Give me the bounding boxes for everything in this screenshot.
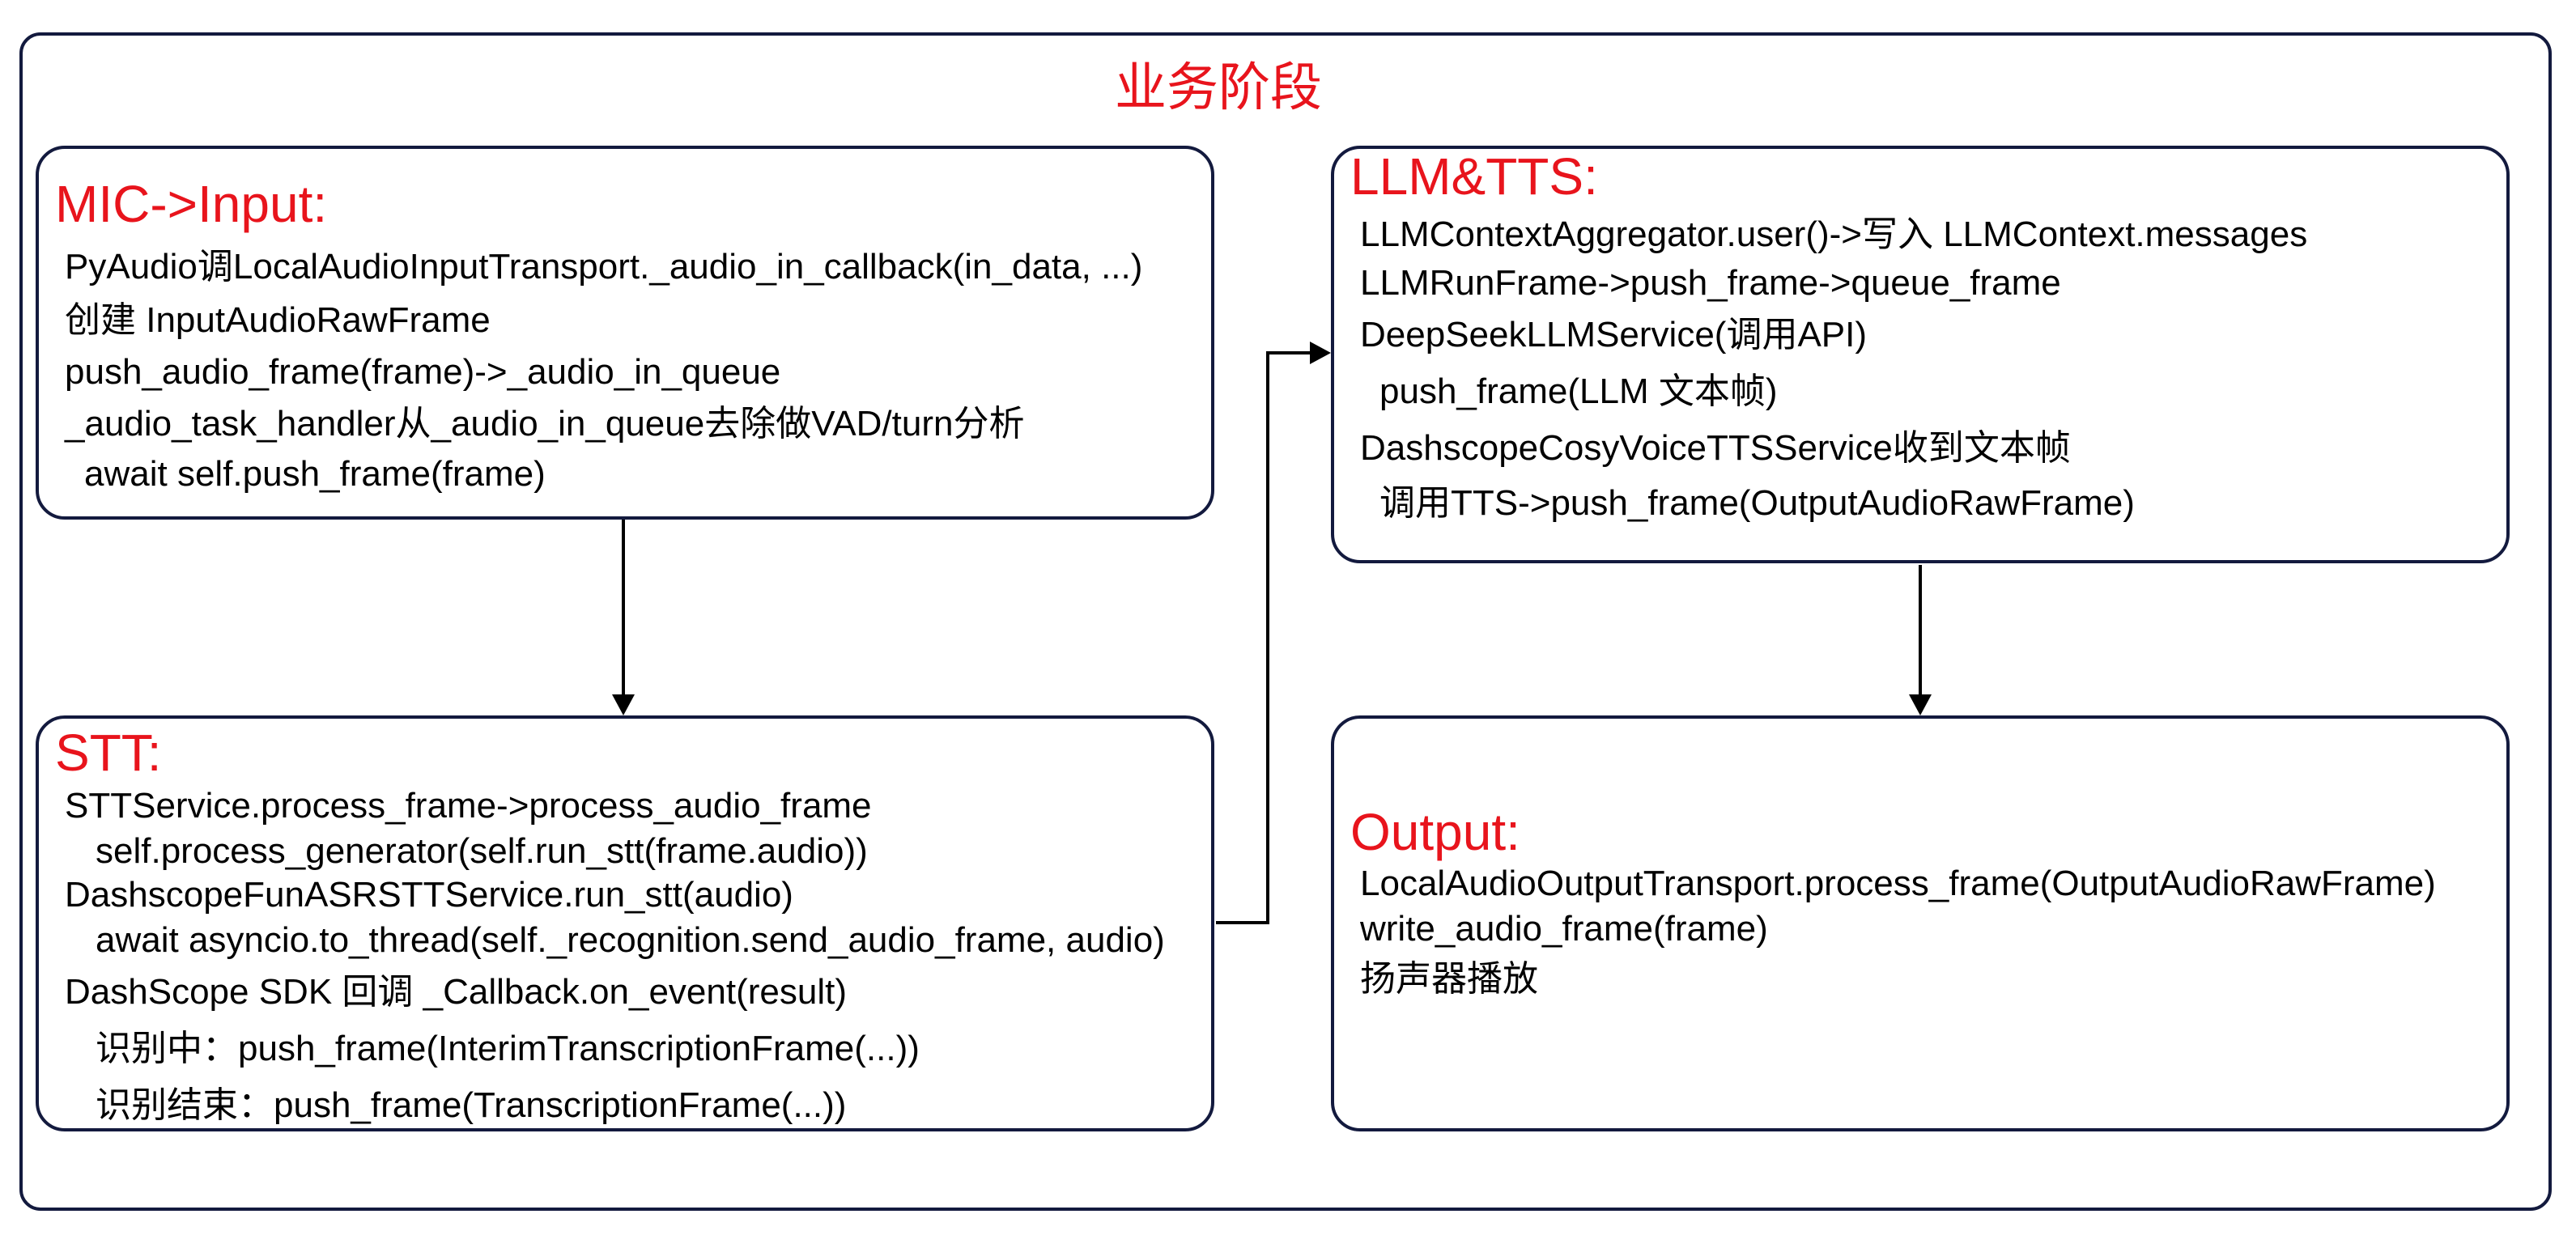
mic-input-box: MIC->Input: PyAudio调LocalAudioInputTrans… bbox=[36, 146, 1214, 520]
llm-tts-title: LLM&TTS: bbox=[1350, 147, 1598, 206]
stt-line-7: 识别结束：push_frame(TranscriptionFrame(...)) bbox=[96, 1085, 847, 1125]
output-line-2: write_audio_frame(frame) bbox=[1360, 909, 1768, 949]
output-line-3: 扬声器播放 bbox=[1360, 959, 1538, 999]
mic-input-line-1: PyAudio调LocalAudioInputTransport._audio_… bbox=[65, 247, 1143, 287]
output-line-1: LocalAudioOutputTransport.process_frame(… bbox=[1360, 864, 2436, 903]
stt-line-2: self.process_generator(self.run_stt(fram… bbox=[96, 831, 868, 871]
stt-line-6: 识别中：push_frame(InterimTranscriptionFrame… bbox=[96, 1029, 920, 1068]
mic-input-line-5: await self.push_frame(frame) bbox=[84, 454, 546, 494]
arrow-stt-to-llm bbox=[1216, 351, 1311, 924]
llm-tts-line-2: LLMRunFrame->push_frame->queue_frame bbox=[1360, 263, 2061, 303]
mic-input-line-3: push_audio_frame(frame)->_audio_in_queue bbox=[65, 352, 781, 392]
stage-title: 业务阶段 bbox=[1115, 58, 1322, 117]
llm-tts-line-5: DashscopeCosyVoiceTTSService收到文本帧 bbox=[1360, 428, 2071, 468]
stt-box: STT: STTService.process_frame->process_a… bbox=[36, 715, 1214, 1131]
stt-line-4: await asyncio.to_thread(self._recognitio… bbox=[96, 920, 1165, 960]
arrow-llm-to-output-head bbox=[1909, 694, 1932, 715]
llm-tts-line-1: LLMContextAggregator.user()->写入 LLMConte… bbox=[1360, 214, 2308, 254]
stt-line-5: DashScope SDK 回调 _Callback.on_event(resu… bbox=[65, 972, 848, 1012]
stt-line-3: DashscopeFunASRSTTService.run_stt(audio) bbox=[65, 875, 793, 915]
llm-tts-line-4: push_frame(LLM 文本帧) bbox=[1379, 371, 1778, 411]
stt-title: STT: bbox=[55, 724, 162, 782]
output-box: Output: LocalAudioOutputTransport.proces… bbox=[1331, 715, 2510, 1131]
stt-line-1: STTService.process_frame->process_audio_… bbox=[65, 786, 872, 826]
mic-input-title: MIC->Input: bbox=[55, 175, 328, 233]
output-title: Output: bbox=[1350, 803, 1520, 861]
llm-tts-line-6: 调用TTS->push_frame(OutputAudioRawFrame) bbox=[1379, 483, 2135, 523]
llm-tts-box: LLM&TTS: LLMContextAggregator.user()->写入… bbox=[1331, 146, 2510, 563]
mic-input-line-4: _audio_task_handler从_audio_in_queue去除做VA… bbox=[65, 404, 1025, 444]
mic-input-line-2: 创建 InputAudioRawFrame bbox=[65, 300, 491, 340]
arrow-stt-to-llm-head bbox=[1310, 342, 1331, 364]
business-stage-frame bbox=[19, 32, 2552, 1211]
llm-tts-line-3: DeepSeekLLMService(调用API) bbox=[1360, 315, 1868, 354]
arrow-mic-to-stt-head bbox=[612, 694, 635, 715]
